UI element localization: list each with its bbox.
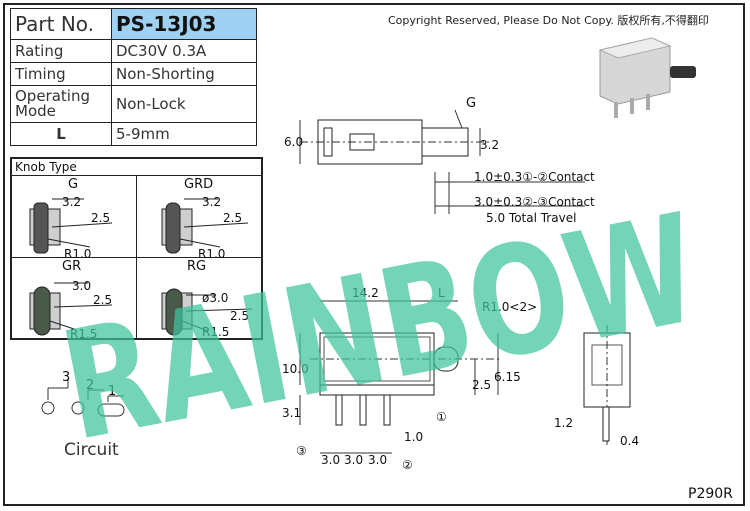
copyright-notice: Copyright Reserved, Please Do Not Copy. …: [388, 14, 709, 27]
gr-dim-radius: R1.5: [70, 327, 98, 341]
knob-g-sketch: [29, 198, 113, 254]
side-dim-offset: 1.2: [554, 416, 574, 430]
grd-dim-radius: R1.0: [198, 247, 226, 261]
spec-table: Part No. PS-13J03 Rating DC30V 0.3A Timi…: [10, 8, 257, 146]
front-dim-height: 10.0: [282, 362, 309, 376]
circuit-pin-2: 2: [86, 378, 95, 393]
contact-2-label: 3.0±0.3②-③Contact: [474, 195, 595, 209]
front-dim-pitch-1: 3.0: [321, 453, 341, 467]
operating-label-line2: Mode: [15, 102, 56, 120]
front-dim-radius: R1.0<2>: [482, 300, 538, 314]
spec-row-part: Part No. PS-13J03: [10, 8, 257, 40]
side-view-drawing: [583, 325, 631, 445]
watermark-text: RAINBOW: [50, 182, 711, 475]
front-dim-knob-height: 6.15: [494, 370, 521, 384]
l-label: L: [10, 122, 112, 146]
front-dim-knob-offset: 2.5: [472, 378, 492, 392]
circuit-pin-3: 3: [62, 370, 71, 385]
rg-dim-length: 2.5: [230, 309, 250, 323]
g-dim-length: 2.5: [91, 211, 111, 225]
contact-dim-lines: [434, 172, 585, 214]
front-dim-pitch-2: 3.0: [344, 453, 364, 467]
knob-rg-sketch: [161, 288, 253, 336]
knob-type-grd: GRD: [184, 177, 214, 192]
knob-type-rg: RG: [187, 259, 207, 274]
circuit-pin-1: 1: [108, 384, 117, 399]
top-view-knob-label: G: [466, 96, 477, 111]
top-dim-height: 6.0: [284, 135, 304, 149]
pin-mark-1: ①: [436, 410, 447, 424]
total-travel-label: 5.0 Total Travel: [486, 211, 577, 225]
grd-dim-width: 3.2: [202, 195, 222, 209]
operating-value: Non-Lock: [111, 85, 257, 123]
gr-dim-width: 3.0: [72, 279, 92, 293]
spec-row-l: L 5-9mm: [10, 122, 257, 146]
knob-gr-sketch: [29, 282, 113, 336]
knob-type-gr: GR: [62, 259, 82, 274]
pin-mark-3: ③: [296, 444, 307, 458]
knob-type-g: G: [68, 177, 79, 192]
part-label: Part No.: [10, 8, 112, 40]
g-dim-radius: R1.0: [64, 247, 92, 261]
front-dim-pitch-3: 3.0: [368, 453, 388, 467]
contact-1-label: 1.0±0.3①-②Contact: [474, 170, 595, 184]
knob-grd-sketch: [161, 198, 249, 254]
operating-label-line1: Operating: [15, 87, 90, 105]
top-dim-knob: 3.2: [480, 138, 500, 152]
knob-type-title: Knob Type: [15, 160, 77, 174]
circuit-label: Circuit: [64, 440, 119, 460]
front-dim-l: L: [438, 286, 445, 300]
front-dim-body: 14.2: [352, 286, 379, 300]
front-dim-base: 3.1: [282, 406, 302, 420]
g-dim-width: 3.2: [62, 195, 82, 209]
front-view-drawing: [299, 300, 500, 454]
knob-type-box: Knob Type G GRD GR RG: [10, 157, 263, 341]
knob-divider-vertical: [136, 175, 137, 338]
spec-row-rating: Rating DC30V 0.3A: [10, 39, 257, 63]
knob-divider-middle: [12, 257, 261, 258]
switch-3d-image: [598, 37, 696, 118]
front-dim-pin-width: 1.0: [404, 430, 424, 444]
side-dim-pin: 0.4: [620, 434, 640, 448]
rating-value: DC30V 0.3A: [111, 39, 257, 63]
sheet-frame: [3, 3, 745, 506]
spec-row-timing: Timing Non-Shorting: [10, 62, 257, 86]
part-number: PS-13J03: [111, 8, 257, 40]
knob-sketches: [29, 198, 253, 336]
top-view-drawing: [299, 109, 490, 165]
circuit-symbol: [41, 378, 125, 417]
pin-mark-2: ②: [402, 458, 413, 472]
rg-dim-radius: R1.5: [202, 325, 230, 339]
gr-dim-length: 2.5: [93, 293, 113, 307]
timing-value: Non-Shorting: [111, 62, 257, 86]
rg-dim-diameter: ø3.0: [202, 291, 229, 305]
l-value: 5-9mm: [111, 122, 257, 146]
page-code: P290R: [688, 486, 733, 502]
grd-dim-length: 2.5: [223, 211, 243, 225]
